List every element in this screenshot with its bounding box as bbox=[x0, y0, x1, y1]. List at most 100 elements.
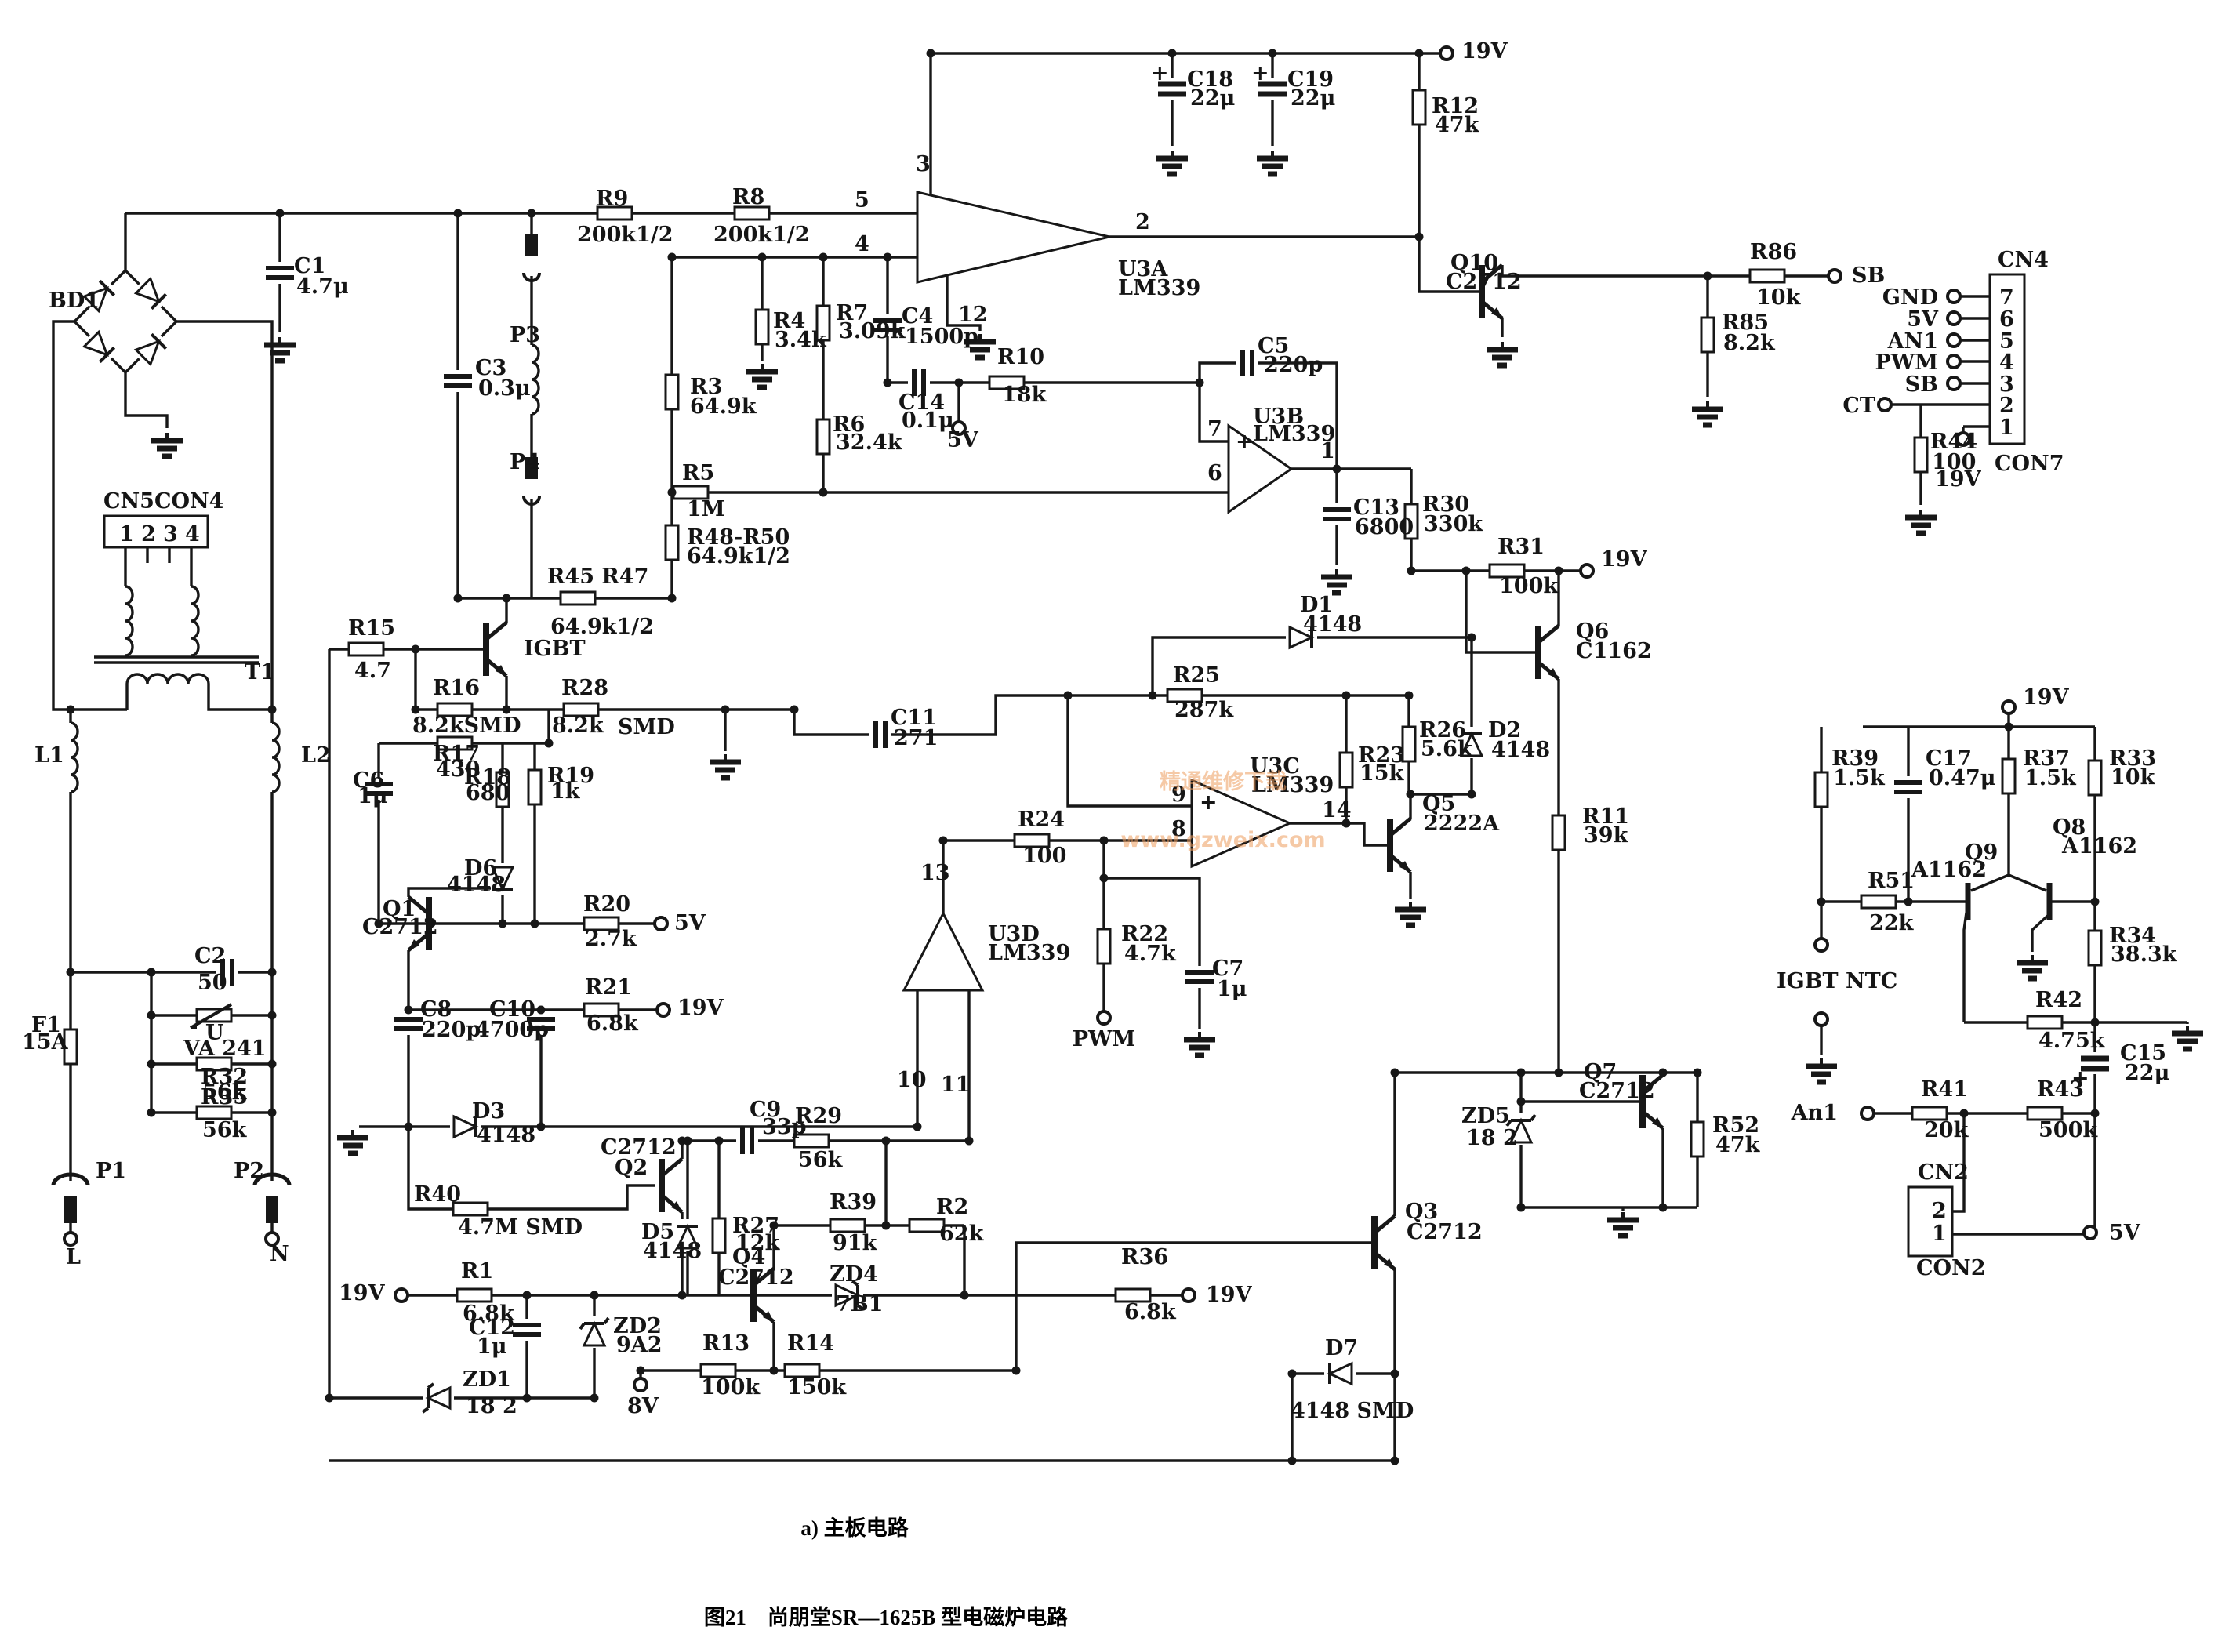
junction-dot bbox=[411, 644, 420, 654]
transformer-T1-secondary bbox=[125, 673, 210, 685]
junction-dot bbox=[960, 1291, 969, 1300]
capacitor-C5 bbox=[1236, 350, 1258, 376]
junction-dot bbox=[1011, 1366, 1021, 1375]
label-r42: R42 bbox=[2035, 988, 2082, 1012]
label-r52: R52 bbox=[1712, 1113, 1759, 1138]
label-2: 2 bbox=[141, 522, 156, 546]
label-5: 5 bbox=[1999, 329, 2014, 354]
label-cn4: CN4 bbox=[1998, 248, 2049, 272]
junction-dot bbox=[913, 1122, 922, 1131]
terminal-NTC bbox=[1813, 1011, 1829, 1027]
label-r3: R3 bbox=[690, 375, 722, 399]
junction-dot bbox=[147, 968, 156, 977]
label-150k: 150k bbox=[787, 1375, 847, 1400]
label-20k: 20k bbox=[1924, 1118, 1969, 1142]
label-32-4k: 32.4k bbox=[836, 430, 903, 455]
label-图21-尚朋堂sr-1625b-型电磁炉电路: 图21 尚朋堂SR—1625B 型电磁炉电路 bbox=[704, 1605, 1069, 1629]
label-r13: R13 bbox=[702, 1331, 750, 1356]
label-14: 14 bbox=[1322, 798, 1352, 822]
label-r9: R9 bbox=[596, 187, 628, 211]
label-r7: R7 bbox=[836, 301, 868, 325]
junction-dot bbox=[147, 1011, 156, 1020]
label-c13: C13 bbox=[1353, 496, 1399, 520]
label-7: 7 bbox=[1999, 285, 2014, 310]
label-a1162: A1162 bbox=[1911, 858, 1987, 882]
label-5v: 5V bbox=[947, 428, 979, 452]
resistor-R33 bbox=[2087, 759, 2103, 797]
label-r41: R41 bbox=[1921, 1077, 1968, 1102]
label--: + bbox=[1200, 790, 1218, 815]
label-4-75k: 4.75k bbox=[2038, 1029, 2106, 1053]
label-220p: 220p bbox=[422, 1018, 481, 1042]
label-4-7-: 4.7μ bbox=[296, 274, 349, 299]
junction-dot bbox=[881, 1221, 891, 1230]
junction-dot bbox=[1406, 790, 1415, 799]
junction-dot bbox=[404, 1005, 413, 1015]
label-r39: R39 bbox=[830, 1190, 877, 1214]
label-r86: R86 bbox=[1750, 240, 1797, 264]
label-287k: 287k bbox=[1174, 698, 1234, 722]
label-c7: C7 bbox=[1212, 957, 1243, 981]
label-8v: 8V bbox=[627, 1394, 659, 1418]
resistor-R34 bbox=[2087, 929, 2103, 967]
label-r26: R26 bbox=[1419, 718, 1466, 742]
ground bbox=[1395, 902, 1426, 925]
opamp-U3B bbox=[1227, 423, 1294, 514]
transformer-T1-primary-b bbox=[190, 585, 200, 657]
resistor-R4 bbox=[754, 308, 770, 346]
label-100k: 100k bbox=[1499, 574, 1559, 598]
label-r14: R14 bbox=[787, 1331, 834, 1356]
label-q6: Q6 bbox=[1576, 619, 1609, 644]
label-c11: C11 bbox=[891, 706, 937, 730]
label-r4: R4 bbox=[773, 309, 805, 333]
resistor-R27 bbox=[711, 1217, 727, 1254]
label-c15: C15 bbox=[2120, 1041, 2166, 1066]
label-22-: 22μ bbox=[1291, 86, 1335, 111]
junction-dot bbox=[66, 968, 75, 977]
resistor-R51 bbox=[1860, 894, 1897, 910]
label-3-4k: 3.4k bbox=[775, 328, 827, 352]
label-50: 50 bbox=[198, 971, 227, 995]
resistor-R19 bbox=[527, 768, 543, 806]
label-r31: R31 bbox=[1497, 535, 1545, 559]
junction-dot bbox=[881, 1136, 891, 1146]
transistor-Q3 bbox=[1374, 1216, 1395, 1269]
label-3: 3 bbox=[916, 152, 931, 176]
label-15k: 15k bbox=[1360, 761, 1405, 786]
label-u3a: U3A bbox=[1118, 257, 1168, 281]
junction-dot bbox=[522, 1393, 532, 1403]
junction-dot bbox=[2090, 897, 2100, 906]
ground bbox=[337, 1130, 368, 1153]
label-pwm: PWM bbox=[1073, 1027, 1136, 1051]
label-100k: 100k bbox=[701, 1375, 761, 1400]
label-47k: 47k bbox=[1435, 113, 1480, 137]
transistor-Q6 bbox=[1538, 626, 1559, 679]
label-64-9k1-2: 64.9k1/2 bbox=[550, 615, 654, 639]
label-c2712: C2712 bbox=[1579, 1079, 1655, 1103]
capacitor-C1 bbox=[266, 262, 294, 284]
label-r2: R2 bbox=[936, 1195, 968, 1219]
resistor-R3 bbox=[664, 373, 680, 411]
label-r15: R15 bbox=[348, 616, 395, 641]
junction-dot bbox=[636, 1366, 645, 1375]
opamp-U3A bbox=[916, 191, 1110, 284]
junction-dot bbox=[667, 594, 677, 603]
label-6: 6 bbox=[1207, 461, 1222, 485]
label-p3: P3 bbox=[510, 323, 540, 347]
ground bbox=[1184, 1032, 1215, 1055]
resistor-R22 bbox=[1096, 928, 1112, 965]
junction-dot bbox=[667, 252, 677, 262]
label-c1: C1 bbox=[294, 254, 325, 278]
label-con7: CON7 bbox=[1995, 452, 2064, 476]
label-c9: C9 bbox=[750, 1098, 781, 1122]
junction-dot bbox=[677, 1291, 687, 1300]
junction-dot bbox=[1703, 271, 1712, 281]
label-c2712: C2712 bbox=[362, 915, 438, 939]
label-5-6k: 5.6k bbox=[1421, 737, 1473, 761]
label-271: 271 bbox=[894, 726, 938, 750]
label-8-2k: 8.2k bbox=[1723, 331, 1776, 355]
capacitor-C7 bbox=[1185, 966, 1214, 988]
label-r5: R5 bbox=[682, 461, 714, 485]
junction-dot bbox=[2090, 1018, 2100, 1027]
